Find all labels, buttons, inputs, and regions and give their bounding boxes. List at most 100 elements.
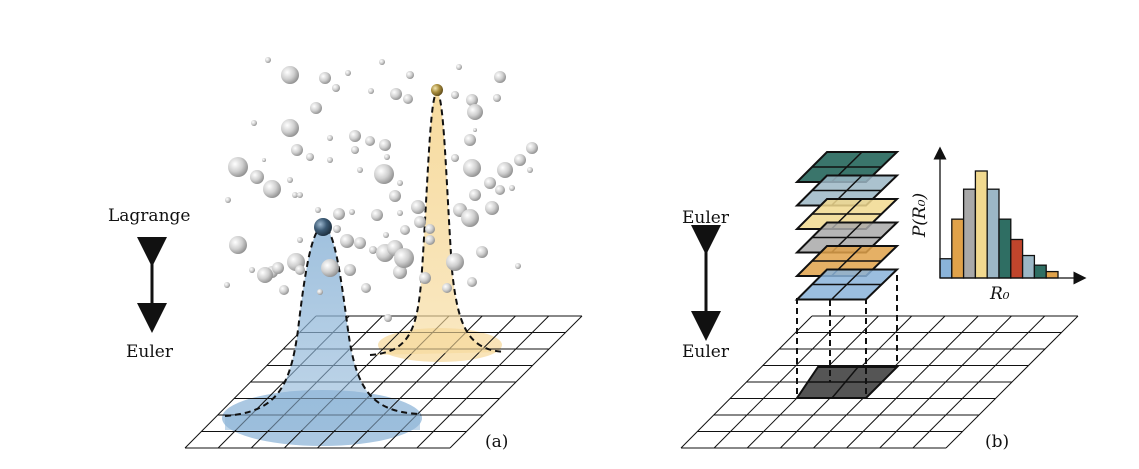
caption-a: (a) xyxy=(485,432,509,452)
particle xyxy=(340,234,354,248)
yellow-peak xyxy=(370,92,505,355)
particle xyxy=(297,237,303,243)
particle xyxy=(250,170,264,184)
marked-particle-blue xyxy=(314,218,332,236)
particle xyxy=(509,185,515,191)
layer-stack xyxy=(794,151,900,301)
particle xyxy=(451,154,459,162)
particle xyxy=(321,259,339,277)
particle xyxy=(469,189,481,201)
particle xyxy=(224,282,230,288)
particle xyxy=(263,180,281,198)
histogram-ylabel: P(R₀) xyxy=(910,192,931,238)
particle xyxy=(251,120,257,126)
particle xyxy=(349,209,355,215)
particle xyxy=(464,134,476,146)
histogram-bar xyxy=(998,218,1012,279)
particle xyxy=(257,267,273,283)
particle xyxy=(379,59,385,65)
particle xyxy=(315,207,321,213)
particle xyxy=(497,162,513,178)
particle xyxy=(403,94,413,104)
particle xyxy=(389,190,401,202)
particle xyxy=(515,263,521,269)
caption-b: (b) xyxy=(985,432,1010,452)
particle xyxy=(411,200,425,214)
particle xyxy=(310,102,322,114)
particle xyxy=(393,265,407,279)
histogram-bar xyxy=(1010,238,1024,279)
particle xyxy=(262,158,266,162)
particle xyxy=(494,71,506,83)
label-euler-b-bottom: Euler xyxy=(682,342,729,362)
particle xyxy=(526,142,538,154)
particle xyxy=(333,208,345,220)
particle xyxy=(332,84,340,92)
particle xyxy=(451,91,459,99)
histogram-bar xyxy=(962,188,977,279)
particle xyxy=(287,177,293,183)
particle xyxy=(279,285,289,295)
particle xyxy=(368,88,374,94)
particle xyxy=(327,135,333,141)
particle xyxy=(229,236,247,254)
histogram-bar xyxy=(1045,270,1059,279)
histogram xyxy=(933,146,1087,285)
particle xyxy=(354,237,366,249)
particle xyxy=(371,209,383,221)
particle xyxy=(463,159,481,177)
particle xyxy=(473,128,477,132)
particle xyxy=(281,119,299,137)
particle xyxy=(291,144,303,156)
label-lagrange: Lagrange xyxy=(108,206,191,226)
particle xyxy=(425,224,435,234)
panel-a xyxy=(137,57,583,449)
particle xyxy=(400,225,410,235)
histogram-xlabel: R₀ xyxy=(990,284,1010,304)
particle xyxy=(379,139,391,151)
particle xyxy=(384,314,392,322)
particle xyxy=(357,167,363,173)
particle xyxy=(456,64,462,70)
particle xyxy=(344,264,356,276)
particle xyxy=(272,262,284,274)
marked-particle-gold xyxy=(431,84,443,96)
layer-slice xyxy=(794,268,900,301)
blue-peak xyxy=(225,226,420,430)
particle xyxy=(297,192,303,198)
particle xyxy=(425,235,435,245)
histogram-bar xyxy=(986,188,1000,279)
particle xyxy=(265,57,271,63)
particle xyxy=(333,225,341,233)
histogram-bar xyxy=(1033,264,1047,279)
histogram-bars xyxy=(939,170,1059,279)
particle xyxy=(414,216,426,228)
particle xyxy=(442,283,452,293)
particle xyxy=(461,209,479,227)
histogram-bar xyxy=(939,258,953,279)
panel-b xyxy=(680,146,1087,449)
particle xyxy=(349,130,361,142)
particle xyxy=(345,70,351,76)
particle xyxy=(397,210,403,216)
particle xyxy=(467,277,477,287)
particle xyxy=(369,246,377,254)
label-euler-b-top: Euler xyxy=(682,208,729,228)
particle xyxy=(527,167,533,173)
histogram-bar xyxy=(951,218,965,279)
particle xyxy=(317,289,323,295)
particle xyxy=(292,192,298,198)
particle xyxy=(383,232,389,238)
layer-connectors xyxy=(796,275,898,398)
particle xyxy=(306,153,314,161)
particle xyxy=(249,267,255,273)
particle xyxy=(327,157,333,163)
particle xyxy=(390,88,402,100)
particle xyxy=(493,94,501,102)
particle xyxy=(476,246,488,258)
particle xyxy=(319,72,331,84)
particle xyxy=(394,248,414,268)
particle xyxy=(485,201,499,215)
particle xyxy=(351,146,359,154)
